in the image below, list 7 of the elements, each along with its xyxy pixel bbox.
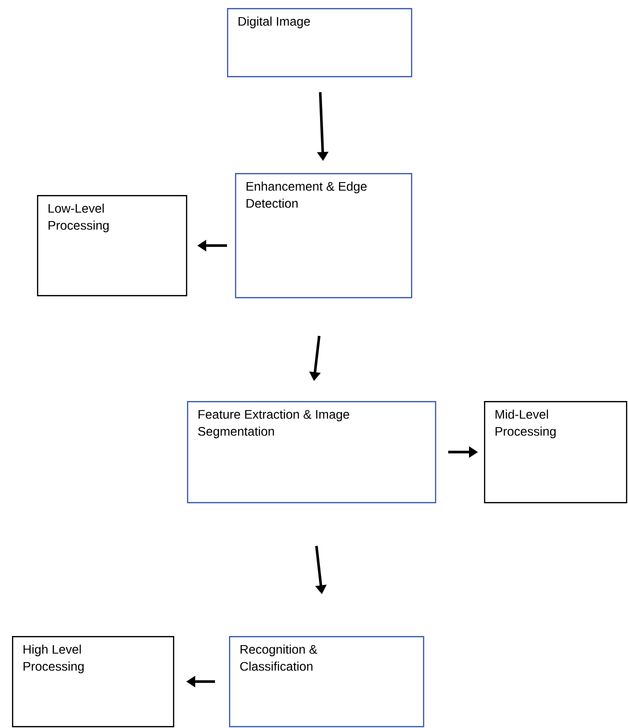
process-box: Low-Level Processing <box>37 195 188 296</box>
process-box: High Level Processing <box>12 636 174 728</box>
process-box: Recognition & Classification <box>229 636 424 728</box>
process-box: Enhancement & Edge Detection <box>235 173 412 298</box>
process-box: Digital Image <box>227 8 412 78</box>
process-box: Feature Extraction & Image Segmentation <box>187 401 436 504</box>
process-box: Mid-Level Processing <box>484 401 628 504</box>
